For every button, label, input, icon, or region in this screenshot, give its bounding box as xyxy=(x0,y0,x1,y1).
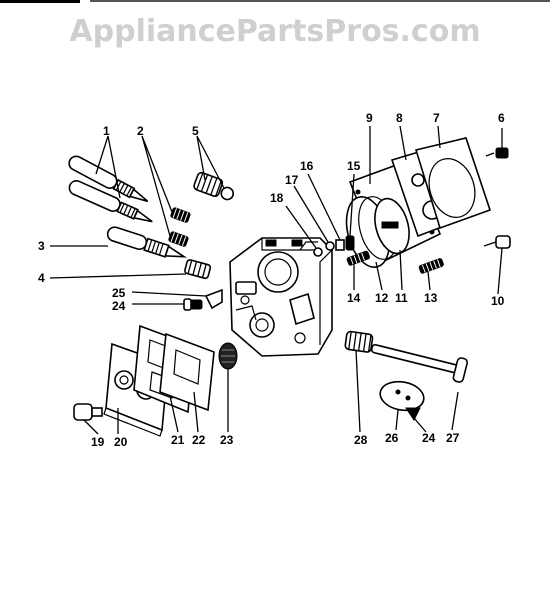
part-15-needle-valve xyxy=(345,235,355,251)
part-16-lever xyxy=(335,239,345,251)
callout-14: 14 xyxy=(347,291,361,305)
callout-28: 28 xyxy=(354,433,368,447)
leader-lines xyxy=(49,125,503,435)
callout-17: 17 xyxy=(285,173,299,187)
callout-19: 19 xyxy=(91,435,105,449)
part-23-filter-screen xyxy=(218,342,238,370)
callout-25: 25 xyxy=(112,286,126,300)
part-19-screw xyxy=(73,403,103,421)
callout-labels: 1 2 3 4 5 6 7 8 9 10 11 12 13 14 15 16 1… xyxy=(38,111,505,449)
part-1-needle-screws xyxy=(68,155,153,223)
part-3-idle-needle xyxy=(106,226,187,258)
part-4-spring xyxy=(184,259,212,280)
callout-10: 10 xyxy=(491,294,505,308)
part-24-screw-right xyxy=(405,407,421,421)
callout-11: 11 xyxy=(395,291,408,305)
callout-4: 4 xyxy=(38,271,45,285)
part-10-screw xyxy=(483,235,511,249)
callout-1: 1 xyxy=(103,124,110,138)
callout-24-right: 24 xyxy=(422,431,436,445)
part-5-spring-assembly xyxy=(193,171,235,201)
part-7-diaphragm xyxy=(414,137,492,230)
callout-5: 5 xyxy=(192,124,199,138)
callout-23: 23 xyxy=(220,433,234,447)
part-14-spring xyxy=(346,250,370,266)
callout-26: 26 xyxy=(385,431,399,445)
callout-9: 9 xyxy=(366,111,373,125)
callout-24-left: 24 xyxy=(112,299,126,313)
part-2-springs xyxy=(168,207,191,247)
callout-15: 15 xyxy=(347,159,361,173)
top-border-strip xyxy=(0,0,550,3)
callout-2: 2 xyxy=(137,124,144,138)
part-24-screw-left xyxy=(183,298,203,311)
callout-18: 18 xyxy=(270,191,284,205)
callout-13: 13 xyxy=(424,291,438,305)
callout-20: 20 xyxy=(114,435,128,449)
watermark: AppliancePartsPros.com xyxy=(69,14,481,49)
part-18-screw xyxy=(313,247,323,257)
callout-21: 21 xyxy=(171,433,185,447)
callout-6: 6 xyxy=(498,111,505,125)
part-22-diaphragm xyxy=(159,332,215,412)
callout-8: 8 xyxy=(396,111,403,125)
carburetor-body xyxy=(229,237,333,357)
callout-27: 27 xyxy=(446,431,460,445)
part-17-pin xyxy=(325,241,335,251)
part-26-throttle-plate xyxy=(379,380,425,412)
callout-22: 22 xyxy=(192,433,206,447)
part-6-screw xyxy=(485,147,509,159)
part-27-throttle-shaft xyxy=(370,343,469,383)
part-25-clip xyxy=(204,288,223,310)
part-28-spring xyxy=(344,330,374,353)
part-13-spring xyxy=(418,258,444,274)
callout-3: 3 xyxy=(38,239,45,253)
callout-12: 12 xyxy=(375,291,389,305)
part-12-11-diaphragm-discs xyxy=(345,196,410,268)
callout-7: 7 xyxy=(433,111,440,125)
callout-16: 16 xyxy=(300,159,314,173)
